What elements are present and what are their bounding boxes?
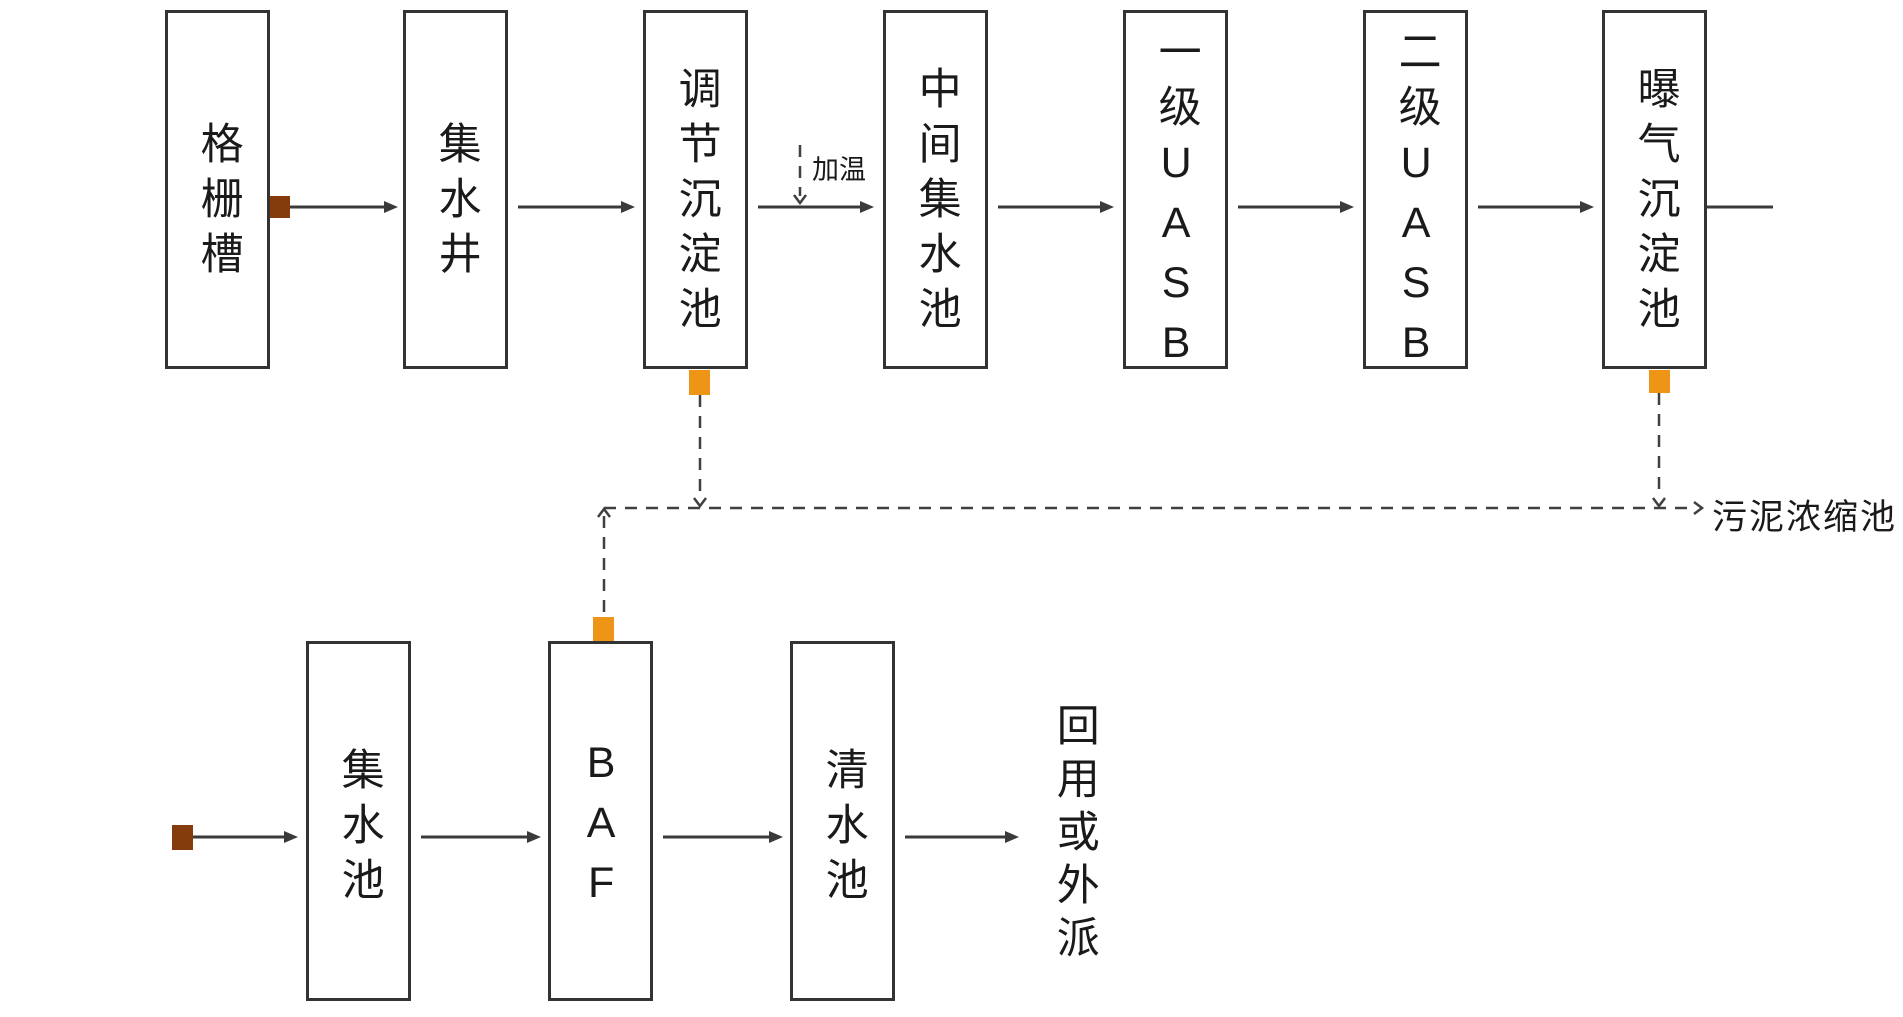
box-collection-well: 集水井 [403,10,508,369]
arrowhead-icon [384,201,398,213]
bottom-row-flow-arrows [193,831,1019,843]
box-grid-channel: 格栅槽 [165,10,270,369]
box-label: BAF [577,739,626,919]
arrowhead-icon [527,831,541,843]
sludge-port-regulating [689,370,710,395]
arrowhead-icon [1340,201,1354,213]
sludge-dashed-network [597,393,1705,616]
box-label: 格栅槽 [194,121,243,286]
box-label: 二级UASB [1392,28,1441,379]
arrowhead-down-icon [1652,497,1666,509]
box-baf: BAF [548,641,653,1001]
arrowhead-icon [860,201,874,213]
arrowhead-icon [1005,831,1019,843]
reuse-or-export-label: 回用或外派 [1050,703,1099,968]
arrowhead-down-icon [693,497,707,509]
arrowhead-icon [769,831,783,843]
box-label: 曝气沉淀池 [1631,66,1680,341]
box-collection-tank: 集水池 [306,641,411,1001]
box-label: 中间集水池 [912,66,961,341]
arrowhead-right-icon [1693,501,1705,515]
box-label: 清水池 [819,746,868,912]
box-label: 调节沉淀池 [672,66,721,341]
box-secondary-uasb: 二级UASB [1363,10,1468,379]
inlet-square-top [269,196,290,218]
box-primary-uasb: 一级UASB [1123,10,1228,379]
sludge-thickening-tank-label: 污泥浓缩池 [1712,498,1898,537]
top-row-flow-arrows [290,201,1773,213]
heating-label: 加温 [812,155,866,185]
heating-dashed-arrow [793,145,807,206]
arrowhead-down-icon [793,194,807,206]
arrowhead-icon [284,831,298,843]
arrowhead-icon [1100,201,1114,213]
box-label: 集水井 [432,121,481,286]
box-regulating-sedimentation-tank: 调节沉淀池 [643,10,748,369]
sludge-port-baf [593,617,614,641]
box-clear-water-tank: 清水池 [790,641,895,1001]
arrowhead-icon [1580,201,1594,213]
sludge-port-aeration [1649,370,1670,393]
box-intermediate-collection-tank: 中间集水池 [883,10,988,369]
box-aeration-sedimentation-tank: 曝气沉淀池 [1602,10,1707,369]
arrowhead-icon [621,201,635,213]
box-label: 一级UASB [1152,28,1201,379]
arrowhead-up-icon [597,506,611,518]
inlet-square-bottom [172,825,193,850]
box-label: 集水池 [335,746,384,912]
connector-squares [172,196,1670,850]
